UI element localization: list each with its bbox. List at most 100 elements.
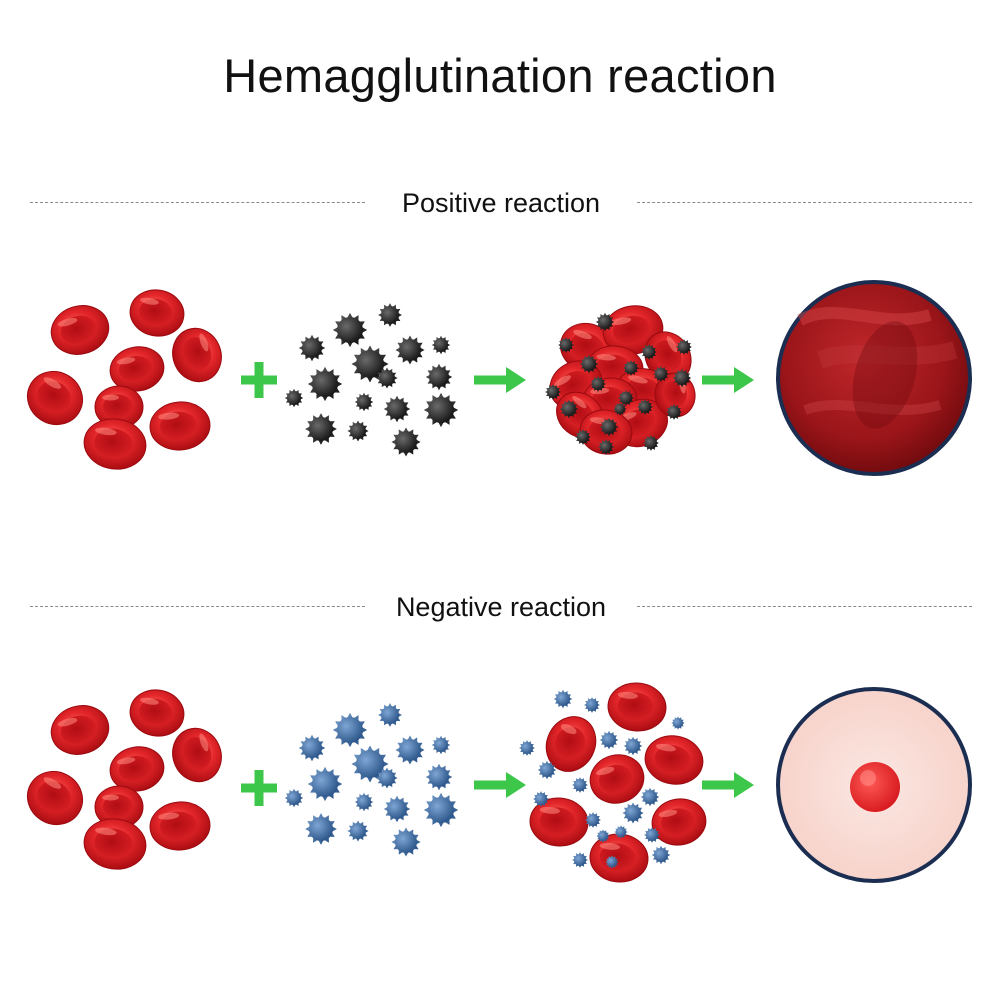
red-blood-cell-icon [172,727,222,783]
positive-reaction-label: Positive reaction [401,188,601,218]
virus-particle-icon [559,399,579,419]
red-blood-cell-group [26,689,222,870]
virus-particle-icon [383,795,411,823]
result-well-icon [776,280,972,476]
plus-icon [241,362,277,398]
plus-icon [241,770,277,806]
virus-particle-icon [572,852,588,868]
virus-particle-icon [431,735,451,755]
divider-line [637,606,972,607]
red-blood-cell-icon [651,798,707,846]
virus-particle-icon [672,368,692,388]
virus-particle-icon [284,788,304,808]
agglutinated-cluster-icon [545,305,696,455]
red-blood-cell-icon [94,385,144,429]
virus-particle-icon [284,388,304,408]
red-blood-cell-icon [545,716,597,772]
red-blood-cell-icon [50,305,110,355]
red-blood-cell-icon [129,289,185,337]
arrow-right-icon [474,772,526,798]
red-blood-cell-icon [529,797,589,847]
virus-particle-icon [347,420,369,442]
virus-particle-icon [596,829,610,843]
red-blood-cell-icon [26,370,84,426]
divider-line [637,202,972,203]
virus-particle-icon [391,427,421,457]
virus-particle-icon [644,827,660,843]
red-blood-cell-icon [94,785,144,829]
virus-particle-icon [584,697,600,713]
red-blood-cell-icon [83,818,147,870]
virus-particle-icon [590,376,606,392]
virus-particle-icon [332,312,368,348]
divider-line [30,606,365,607]
arrow-right-icon [702,772,754,798]
virus-particle-icon [595,312,615,332]
virus-particle-icon [599,730,619,750]
virus-particle-icon [651,845,671,865]
red-blood-cell-icon [589,754,645,804]
red-blood-cell-icon [129,689,185,737]
virus-particle-icon [391,827,421,857]
arrow-right-icon [702,367,754,393]
virus-particle-icon [423,792,459,828]
arrow-right-icon [474,367,526,393]
virus-particle-group [284,303,459,457]
virus-particle-icon [307,766,343,802]
virus-particle-icon [618,390,634,406]
virus-particle-icon [537,760,557,780]
virus-particle-icon [376,367,398,389]
virus-particle-icon [599,417,619,437]
diagram-layer [26,280,972,883]
virus-particle-icon [614,825,628,839]
red-blood-cell-icon [109,746,165,792]
red-blood-cell-icon [149,401,211,451]
virus-particle-icon [623,360,639,376]
negative-reaction-label: Negative reaction [395,592,607,622]
virus-particle-icon [351,345,389,383]
virus-particle-icon [545,384,561,400]
virus-particle-icon [347,820,369,842]
virus-particle-group [284,703,459,857]
red-blood-cell-icon [149,801,211,851]
virus-particle-icon [425,763,453,791]
positive-section-header: Positive reaction [30,188,972,218]
virus-particle-icon [666,404,682,420]
red-blood-cell-icon [26,770,84,826]
red-blood-cell-icon [109,346,165,392]
virus-particle-icon [298,334,326,362]
virus-particle-icon [431,335,451,355]
virus-particle-icon [643,435,659,451]
virus-particle-icon [423,392,459,428]
virus-particle-icon [623,736,643,756]
virus-particle-icon [354,792,374,812]
virus-particle-icon [640,787,660,807]
red-blood-cell-icon [83,418,147,470]
virus-particle-icon [395,735,425,765]
red-blood-cell-icon [172,327,222,383]
virus-particle-icon [671,716,685,730]
virus-particle-icon [298,734,326,762]
negative-section-header: Negative reaction [30,592,972,622]
red-blood-cell-icon [644,735,704,785]
virus-particle-icon [653,366,669,382]
virus-particle-icon [378,703,402,727]
red-blood-cell-icon [607,682,667,732]
red-blood-cell-icon [50,705,110,755]
virus-particle-icon [613,402,627,416]
virus-particle-icon [376,767,398,789]
virus-particle-icon [575,429,591,445]
virus-particle-icon [558,337,574,353]
cell-virus-mixture [519,682,707,883]
virus-particle-icon [332,712,368,748]
virus-particle-icon [579,354,599,374]
result-well-icon [776,687,972,883]
virus-particle-icon [533,791,549,807]
virus-particle-icon [354,392,374,412]
virus-particle-icon [641,344,657,360]
virus-particle-icon [598,439,614,455]
virus-particle-icon [605,855,619,869]
red-blood-cell-icon [589,833,649,883]
virus-particle-icon [305,413,337,445]
virus-particle-icon [585,812,601,828]
